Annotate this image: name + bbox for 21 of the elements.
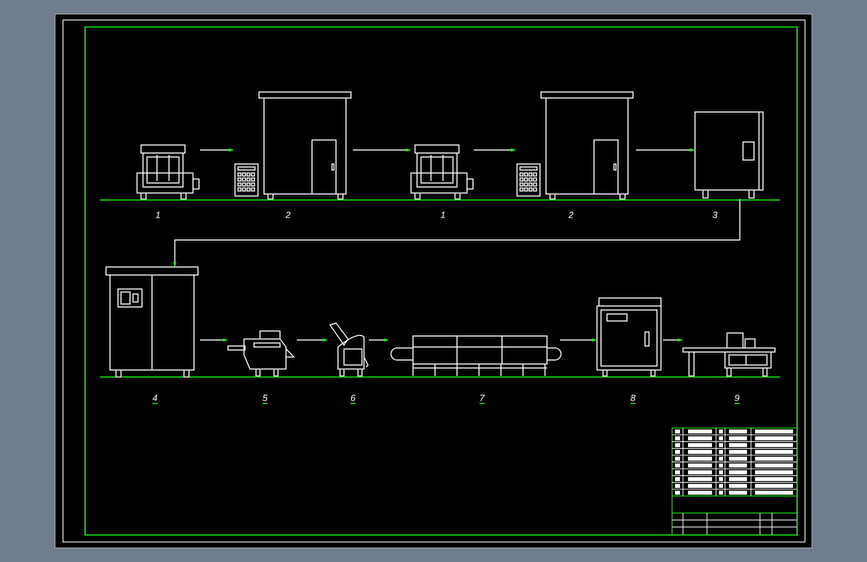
callout-number: 9 xyxy=(734,393,740,404)
arrow xyxy=(173,198,740,267)
callout-number: 1 xyxy=(156,210,160,220)
arrow xyxy=(352,148,411,152)
callout-number: 7 xyxy=(480,393,484,404)
callout-number: 2 xyxy=(568,210,574,220)
callout-number: 8 xyxy=(630,393,636,404)
arrow xyxy=(636,148,695,152)
callout-number: 3 xyxy=(712,210,718,220)
arrow xyxy=(560,338,597,342)
callout-number: 1 xyxy=(440,210,446,220)
callout-number: 5 xyxy=(262,393,268,404)
arrow xyxy=(200,338,228,342)
arrow xyxy=(200,148,234,152)
callout-number: 4 xyxy=(152,393,158,404)
arrow xyxy=(662,338,683,342)
callout-number: 2 xyxy=(286,210,290,220)
arrow xyxy=(296,338,328,342)
arrow xyxy=(474,148,516,152)
arrow xyxy=(368,338,389,342)
callout-number: 6 xyxy=(350,393,356,404)
